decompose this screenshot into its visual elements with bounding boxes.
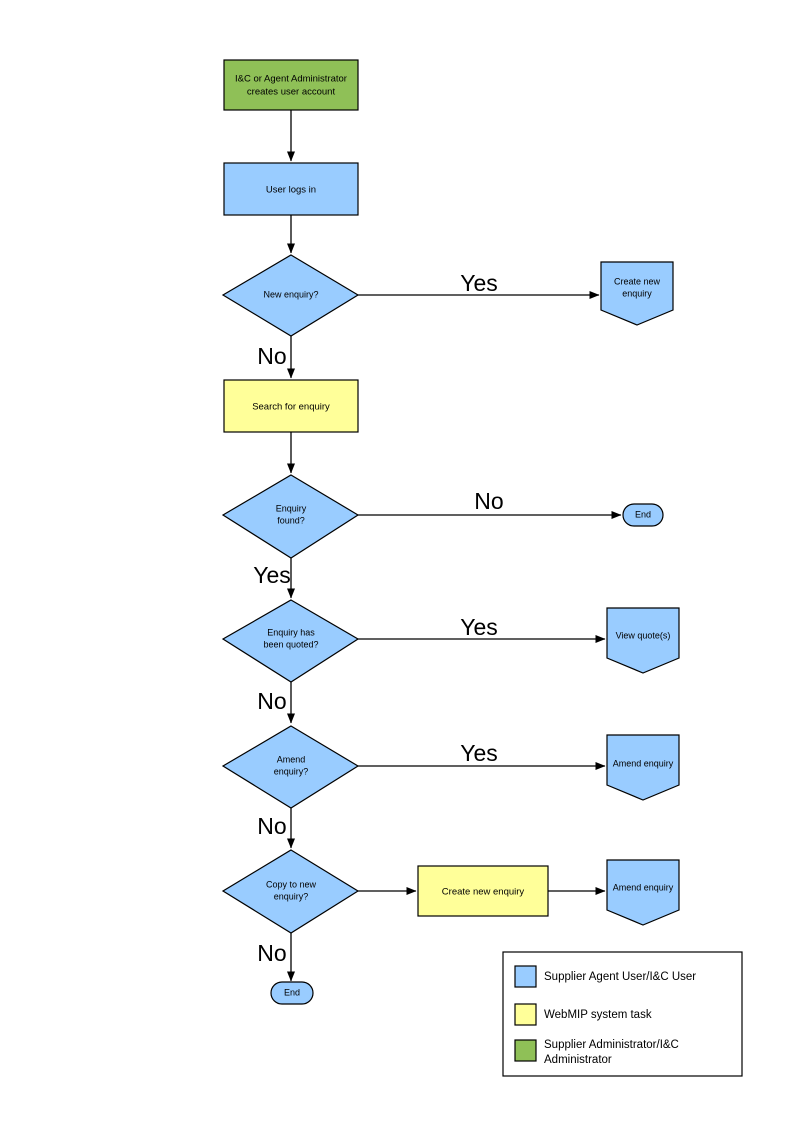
- node-amend-enquiry-pentagon-1[interactable]: Amend enquiry: [606, 734, 680, 801]
- node-shape-rectangle: [223, 379, 359, 433]
- node-view-quotes-pentagon[interactable]: View quote(s): [606, 607, 680, 674]
- node-text-line: enquiry?: [274, 891, 309, 901]
- node-end-not-found[interactable]: End: [622, 503, 664, 527]
- node-enquiry-found-decision[interactable]: Enquiry found?: [221, 474, 360, 559]
- branch-label-amend-enquiry-yes: Yes: [460, 740, 498, 766]
- legend-label-admin-line2: Administrator: [544, 1054, 612, 1066]
- node-text-line: Enquiry: [276, 503, 307, 513]
- node-shape-pentagon: [606, 607, 680, 674]
- node-amend-enquiry-pentagon-2[interactable]: Amend enquiry: [606, 859, 680, 926]
- node-shape-pentagon: [606, 859, 680, 926]
- node-text-line: enquiry: [622, 288, 652, 298]
- branch-label-enquiry-quoted-no: No: [257, 688, 286, 714]
- node-shape-diamond: [221, 725, 360, 809]
- branch-label-layer: Yes No No Yes Yes No Yes No No: [253, 270, 503, 966]
- node-admin-creates-account[interactable]: I&C or Agent Administrator creates user …: [223, 59, 359, 111]
- node-text-line: Enquiry has: [267, 627, 315, 637]
- node-shape-diamond: [221, 474, 360, 559]
- node-shape-pentagon: [600, 261, 674, 326]
- legend-border: [502, 951, 743, 1077]
- node-text-line: User logs in: [266, 185, 316, 196]
- legend-label-user: Supplier Agent User/I&C User: [544, 971, 696, 983]
- node-text-line: Amend enquiry: [613, 882, 674, 892]
- node-text-line: Amend enquiry: [613, 758, 674, 768]
- node-text-line: been quoted?: [263, 639, 318, 649]
- node-enquiry-quoted-decision[interactable]: Enquiry has been quoted?: [221, 599, 360, 683]
- node-text-line: View quote(s): [616, 630, 671, 640]
- branch-label-new-enquiry-yes: Yes: [460, 270, 498, 296]
- node-shape-diamond: [221, 599, 360, 683]
- branch-label-new-enquiry-no: No: [257, 343, 286, 369]
- branch-label-enquiry-found-yes: Yes: [253, 562, 291, 588]
- node-text-line: New enquiry?: [263, 289, 318, 299]
- node-text-line: Create new: [614, 276, 661, 286]
- branch-label-enquiry-found-no: No: [474, 488, 503, 514]
- branch-label-copy-to-new-no: No: [257, 940, 286, 966]
- legend-label-system: WebMIP system task: [544, 1009, 652, 1021]
- node-text-line: enquiry?: [274, 766, 309, 776]
- node-copy-to-new-enquiry-decision[interactable]: Copy to new enquiry?: [221, 849, 360, 934]
- node-text-line: found?: [277, 515, 305, 525]
- node-text-line: I&C or Agent Administrator: [235, 74, 347, 85]
- node-create-new-enquiry-task[interactable]: Create new enquiry: [417, 865, 549, 917]
- node-user-logs-in[interactable]: User logs in: [223, 162, 359, 216]
- node-text-line: End: [635, 509, 651, 519]
- legend-swatch-user: [514, 965, 537, 988]
- node-text-line: creates user account: [247, 87, 336, 98]
- node-shape-pentagon: [606, 734, 680, 801]
- node-shape-terminator: [270, 981, 314, 1005]
- node-shape-diamond: [221, 849, 360, 934]
- legend-swatch-admin: [514, 1039, 537, 1062]
- node-text-line: End: [284, 987, 300, 997]
- node-amend-enquiry-decision[interactable]: Amend enquiry?: [221, 725, 360, 809]
- node-text-line: Create new enquiry: [442, 887, 525, 898]
- node-shape-rectangle: [417, 865, 549, 917]
- branch-label-amend-enquiry-no: No: [257, 813, 286, 839]
- node-text-line: Search for enquiry: [252, 402, 330, 413]
- node-text-line: Copy to new: [266, 879, 317, 889]
- legend: Supplier Agent User/I&C User WebMIP syst…: [502, 951, 743, 1077]
- node-text-line: Amend: [277, 754, 306, 764]
- node-end-final[interactable]: End: [270, 981, 314, 1005]
- node-new-enquiry-decision[interactable]: New enquiry?: [221, 254, 360, 337]
- node-shape-rectangle: [223, 162, 359, 216]
- branch-label-enquiry-quoted-yes: Yes: [460, 614, 498, 640]
- node-shape-diamond: [221, 254, 360, 337]
- node-shape-terminator: [622, 503, 664, 527]
- node-search-for-enquiry[interactable]: Search for enquiry: [223, 379, 359, 433]
- legend-swatch-system: [514, 1003, 537, 1026]
- connector-layer: [287, 110, 622, 982]
- node-shape-rectangle: [223, 59, 359, 111]
- node-create-new-enquiry-pentagon[interactable]: Create new enquiry: [600, 261, 674, 326]
- legend-label-admin-line1: Supplier Administrator/I&C: [544, 1039, 679, 1051]
